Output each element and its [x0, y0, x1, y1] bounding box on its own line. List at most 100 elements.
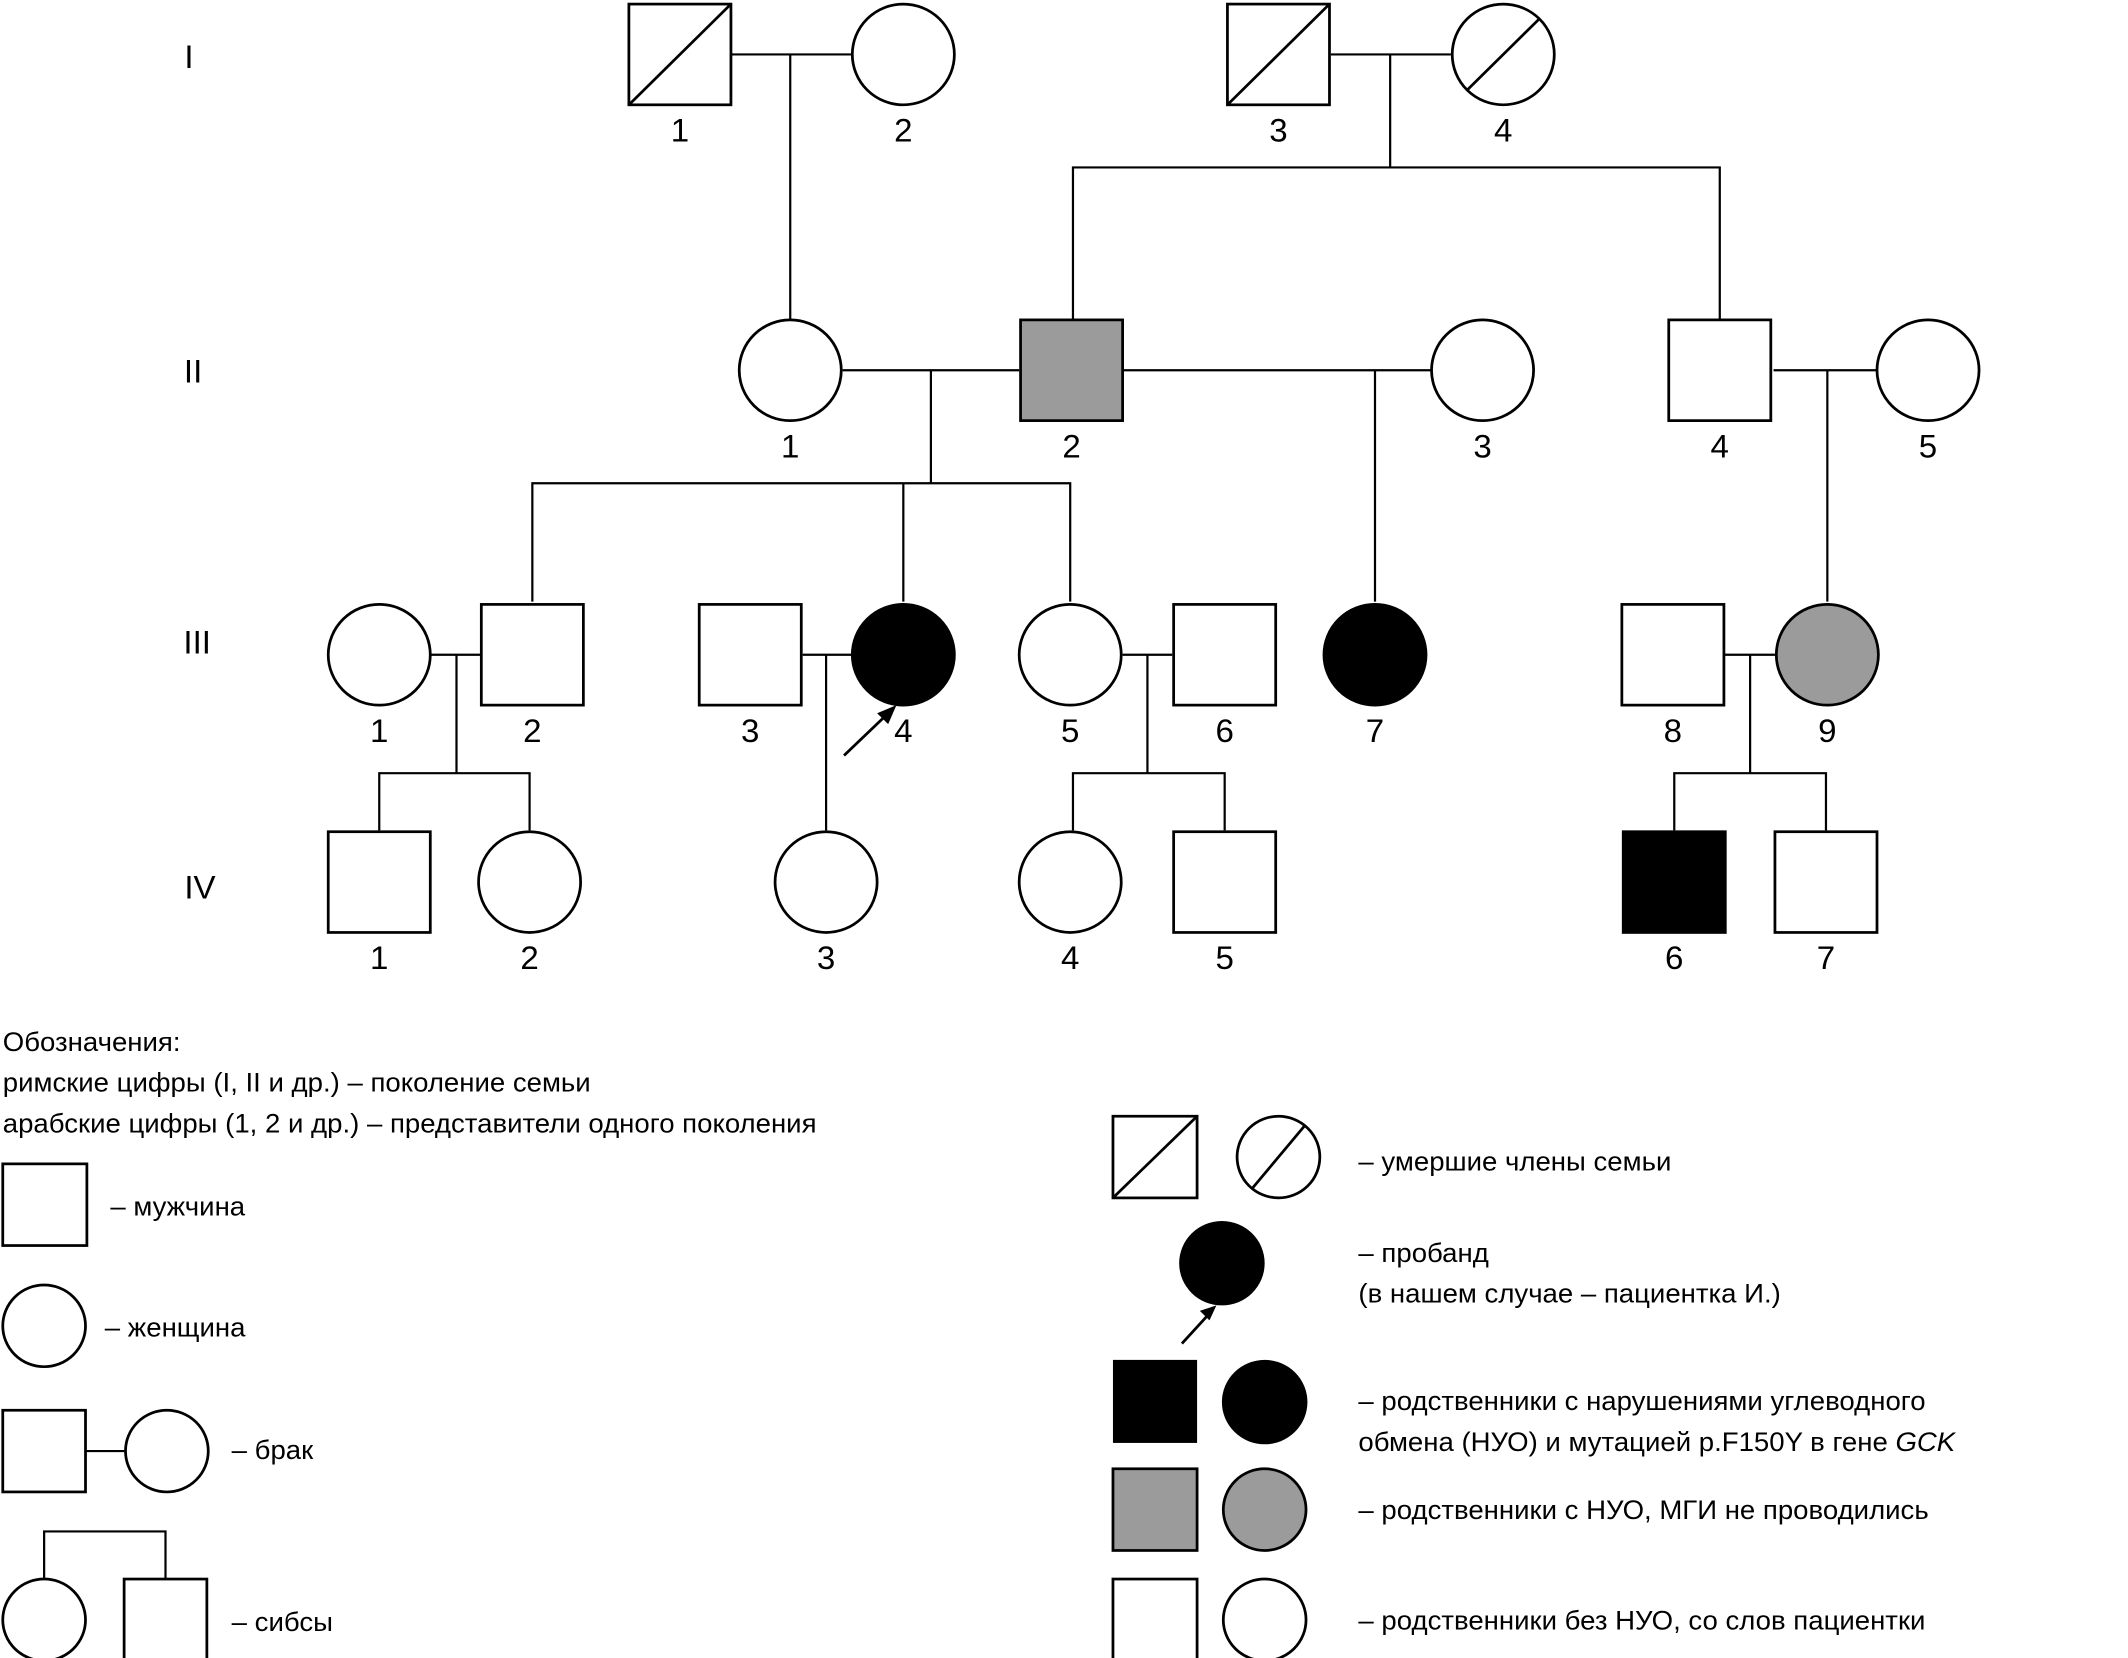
individual-number: 3	[1269, 112, 1287, 149]
individual-IV-6: 6	[1621, 830, 1727, 976]
female-symbol	[850, 603, 956, 707]
legend-deceased: – умершие члены семьи	[1358, 1146, 1671, 1177]
legend-untested-icon	[1111, 1467, 1308, 1552]
deceased-slash	[1466, 18, 1540, 91]
legend-title: Обозначения:	[3, 1026, 181, 1057]
individual-number: 8	[1664, 712, 1682, 749]
legend-affected-icon	[1112, 1359, 1308, 1445]
sibship-line-II	[1071, 166, 1721, 320]
legend-untested: – родственники с НУО, МГИ не проводились	[1358, 1494, 1928, 1525]
female-symbol	[1017, 603, 1123, 707]
female-symbol	[477, 830, 582, 934]
male-symbol	[1019, 318, 1124, 422]
individual-number: 7	[1366, 712, 1384, 749]
individual-number: 6	[1215, 712, 1233, 749]
individual-number: 3	[741, 712, 759, 749]
female-symbol	[1430, 318, 1535, 422]
deceased-slash	[627, 3, 732, 106]
individual-II-2: 2	[1019, 318, 1124, 465]
individual-III-9: 9	[1774, 603, 1880, 749]
individual-II-1: 1	[737, 318, 843, 465]
individual-number: 2	[520, 939, 538, 976]
individual-number: 4	[894, 712, 912, 749]
legend-male: – мужчина	[110, 1191, 246, 1222]
legend-affected-1: – родственники с нарушениями углеводного	[1358, 1385, 1925, 1416]
legend-roman: римские цифры (I, II и др.) – поколение …	[3, 1067, 591, 1098]
individual-III-6: 6	[1172, 603, 1278, 749]
sibship-line-IV-a	[378, 772, 531, 831]
generation-label-III: III	[183, 624, 211, 661]
male-symbol	[1667, 318, 1773, 422]
individual-number: 9	[1818, 712, 1836, 749]
legend-proband-2: (в нашем случае – пациентка И.)	[1358, 1278, 1780, 1309]
individual-IV-4: 4	[1017, 830, 1123, 976]
individual-number: 4	[1494, 112, 1512, 149]
legend-marriage: – брак	[232, 1434, 315, 1465]
individual-IV-5: 5	[1172, 830, 1278, 976]
individual-II-4: 4	[1667, 318, 1773, 465]
individual-number: 2	[1062, 428, 1080, 465]
individual-number: 2	[523, 712, 541, 749]
pedigree-lines	[378, 53, 1877, 831]
individual-I-1: 1	[627, 2, 733, 149]
female-symbol	[850, 2, 956, 107]
individual-number: 2	[894, 112, 912, 149]
female-symbol	[326, 603, 432, 707]
individual-III-5: 5	[1017, 603, 1123, 749]
deceased-slash	[1226, 3, 1331, 106]
female-symbol	[1322, 603, 1428, 707]
individual-number: 1	[370, 939, 388, 976]
legend-unaffected-icon	[1111, 1577, 1308, 1658]
male-symbol	[1773, 830, 1879, 934]
male-symbol	[1172, 830, 1278, 934]
male-symbol	[1620, 603, 1726, 707]
male-symbol	[326, 830, 432, 934]
individual-IV-1: 1	[326, 830, 432, 976]
individual-I-2: 2	[850, 2, 956, 149]
sibship-line-IV-c	[1673, 772, 1828, 831]
sibship-line-III-a	[531, 482, 1072, 602]
individual-II-5: 5	[1875, 318, 1981, 465]
proband-arrow-icon	[843, 705, 897, 757]
legend-unaffected: – родственники без НУО, со слов пациентк…	[1358, 1605, 1925, 1636]
individual-I-4: 4	[1450, 2, 1556, 149]
female-symbol	[1875, 318, 1981, 422]
individual-number: 1	[370, 712, 388, 749]
generation-label-IV: IV	[184, 869, 215, 906]
gene-name: GCK	[1895, 1426, 1956, 1457]
legend-female-icon	[1, 1283, 87, 1369]
legend-arabic: арабские цифры (1, 2 и др.) – представит…	[3, 1108, 817, 1139]
female-symbol	[1017, 830, 1123, 934]
female-symbol	[773, 830, 879, 934]
legend-proband-icon	[1179, 1221, 1265, 1345]
individual-number: 4	[1711, 428, 1729, 465]
legend-marriage-icon	[1, 1408, 210, 1494]
individual-III-8: 8	[1620, 603, 1726, 749]
individual-number: 5	[1919, 428, 1937, 465]
individual-III-7: 7	[1322, 603, 1428, 749]
female-symbol	[737, 318, 843, 422]
individual-number: 6	[1665, 939, 1683, 976]
female-symbol	[1774, 603, 1880, 707]
legend-affected-2: обмена (НУО) и мутацией p.F150Y в гене G…	[1358, 1426, 1957, 1457]
legend-siblings-icon	[1, 1530, 209, 1658]
individual-number: 1	[781, 428, 799, 465]
generation-label-I: I	[184, 38, 193, 75]
legend-proband-1: – пробанд	[1358, 1237, 1488, 1268]
individual-number: 7	[1817, 939, 1835, 976]
individual-III-1: 1	[326, 603, 432, 749]
individual-number: 4	[1061, 939, 1079, 976]
individual-IV-3: 3	[773, 830, 879, 976]
legend-deceased-icon	[1111, 1114, 1322, 1200]
individual-III-3: 3	[697, 603, 803, 749]
individual-number: 3	[817, 939, 835, 976]
legend-siblings: – сибсы	[232, 1606, 333, 1637]
individual-I-3: 3	[1226, 2, 1331, 149]
male-symbol	[1621, 830, 1727, 934]
male-symbol	[1172, 603, 1278, 707]
male-symbol	[697, 603, 803, 707]
individual-number: 5	[1215, 939, 1233, 976]
generation-label-II: II	[184, 353, 202, 390]
individual-number: 3	[1473, 428, 1491, 465]
